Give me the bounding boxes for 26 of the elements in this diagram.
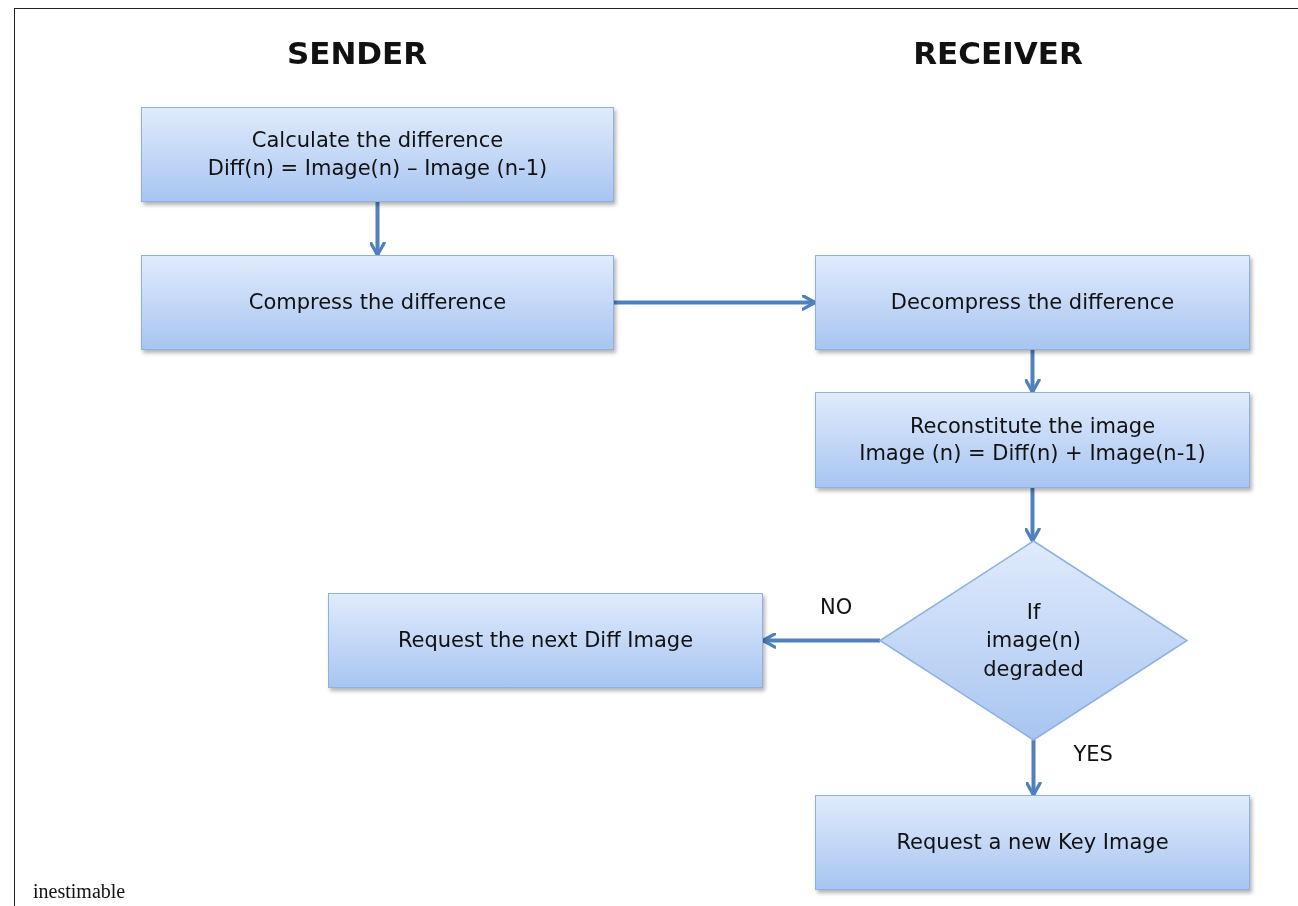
step-title: Decompress the difference — [890, 288, 1175, 316]
process-box — [815, 392, 1250, 488]
formula-text: Image (n) = Diff(n) + Image(n-1) — [859, 440, 1206, 467]
edge-label: NO — [820, 594, 853, 619]
edge-label: YES — [1073, 742, 1113, 766]
column-heading: SENDER — [286, 35, 428, 71]
process-box — [141, 255, 614, 350]
arrow — [369, 202, 386, 257]
note-text: inestimable — [33, 880, 126, 903]
step-title: Reconstitute the image — [909, 412, 1156, 440]
process-box — [815, 795, 1250, 890]
process-box — [815, 255, 1250, 350]
arrow — [761, 632, 880, 649]
process-box — [141, 107, 614, 202]
arrow — [1024, 350, 1041, 394]
arrow — [614, 294, 817, 311]
step-title: Request the next Diff Image — [397, 626, 694, 654]
formula-text: Diff(n) = Image(n) – Image (n-1) — [207, 154, 548, 182]
column-heading: RECEIVER — [913, 35, 1083, 71]
arrow — [1025, 740, 1042, 797]
step-title: Compress the difference — [248, 288, 507, 316]
decision-text: If image(n) degraded — [982, 599, 1085, 683]
step-title: Request a new Key Image — [896, 828, 1169, 856]
step-title: Calculate the difference — [251, 127, 504, 155]
arrow — [1024, 488, 1041, 543]
process-box — [328, 593, 763, 688]
